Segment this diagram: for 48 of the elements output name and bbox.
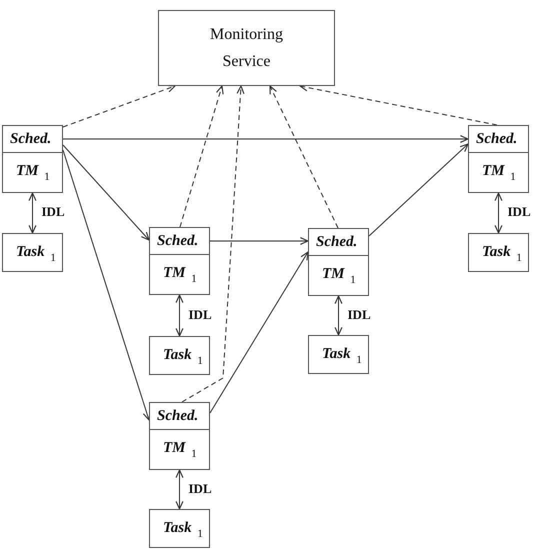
task-box — [149, 509, 210, 548]
arrow — [210, 237, 309, 245]
component-box — [468, 125, 529, 193]
scheduler-label: Sched. — [10, 130, 52, 149]
arrow — [368, 143, 469, 236]
edge-label: IDL — [188, 306, 212, 322]
service-box — [158, 10, 335, 86]
task-box — [2, 233, 63, 272]
dashed-arrow — [180, 85, 224, 228]
edge-label: IDL — [508, 204, 531, 220]
edge-label: IDL — [348, 306, 371, 322]
scheduler-label: Sched. — [157, 406, 198, 426]
task-label: Task $_{1}$ — [16, 243, 56, 264]
edge-label: IDL — [188, 480, 212, 496]
double-arrow — [494, 192, 502, 234]
component-box — [149, 227, 210, 295]
arrow — [62, 135, 469, 143]
task-manager-label: TM $_{1}$ — [16, 162, 50, 183]
task-label: Task $_{1}$ — [163, 519, 203, 540]
component-box — [2, 125, 63, 193]
dashed-arrow — [299, 84, 498, 126]
task-label: Task $_{1}$ — [163, 346, 203, 367]
task-box — [468, 233, 529, 272]
component-box — [149, 402, 210, 470]
arrow — [62, 144, 150, 241]
scheduler-label: Sched. — [157, 232, 198, 251]
task-label: Task $_{1}$ — [322, 345, 362, 366]
double-arrow — [334, 295, 342, 336]
edge-label: IDL — [42, 204, 65, 220]
task-manager-label: TM $_{1}$ — [322, 265, 356, 286]
task-manager-label: TM $_{1}$ — [163, 264, 197, 285]
task-manager-label: TM $_{1}$ — [163, 439, 197, 460]
task-manager-label: TM $_{1}$ — [482, 162, 516, 183]
task-box — [308, 335, 369, 374]
dashed-arrow — [182, 85, 244, 402]
dashed-arrow — [62, 84, 176, 128]
double-arrow — [176, 294, 184, 337]
scheduler-label: Sched. — [476, 130, 518, 149]
arrow — [62, 150, 150, 421]
dashed-arrow — [269, 85, 338, 228]
scheduler-label: Sched. — [316, 232, 358, 252]
double-arrow — [176, 469, 184, 510]
task-box — [149, 336, 210, 375]
task-label: Task $_{1}$ — [482, 243, 522, 264]
component-box — [308, 228, 369, 296]
service-label: Monitoring Service — [209, 25, 284, 72]
arrow — [210, 251, 309, 414]
double-arrow — [28, 192, 36, 234]
